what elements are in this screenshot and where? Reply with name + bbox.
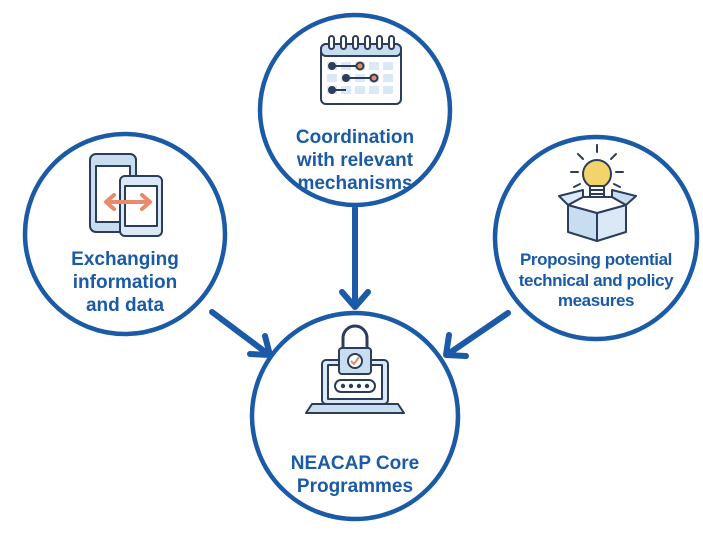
node-label-line: mechanisms [297, 173, 413, 195]
node-label-line: measures [557, 291, 635, 311]
node-label-line: technical and policy [518, 270, 674, 290]
node-label-exchanging: Exchanging information and data [50, 248, 200, 318]
node-label-line: Programmes [296, 476, 414, 498]
node-label-line: and data [85, 295, 165, 317]
node-label-coordination: Coordination with relevant mechanisms [280, 126, 430, 196]
node-label-core: NEACAP Core Programmes [280, 452, 430, 498]
arrow-proposing-to-core [443, 310, 511, 359]
node-circle-core [249, 310, 461, 522]
arrow-exchanging-to-core [209, 309, 273, 358]
devices-exchange-icon [89, 153, 163, 237]
node-label-line: Coordination [295, 127, 415, 148]
node-label-line: Exchanging [71, 249, 179, 270]
node-label-line: NEACAP Core [290, 453, 420, 474]
node-label-proposing: Proposing potential technical and policy… [500, 250, 692, 312]
arrow-coordination-to-core [339, 205, 371, 310]
calendar-icon [320, 35, 402, 105]
node-label-line: information [72, 272, 178, 294]
node-label-line: with relevant [296, 150, 414, 172]
laptop-lock-icon [305, 324, 405, 414]
node-label-line: Proposing potential [519, 250, 672, 269]
lightbulb-box-icon [558, 144, 637, 242]
